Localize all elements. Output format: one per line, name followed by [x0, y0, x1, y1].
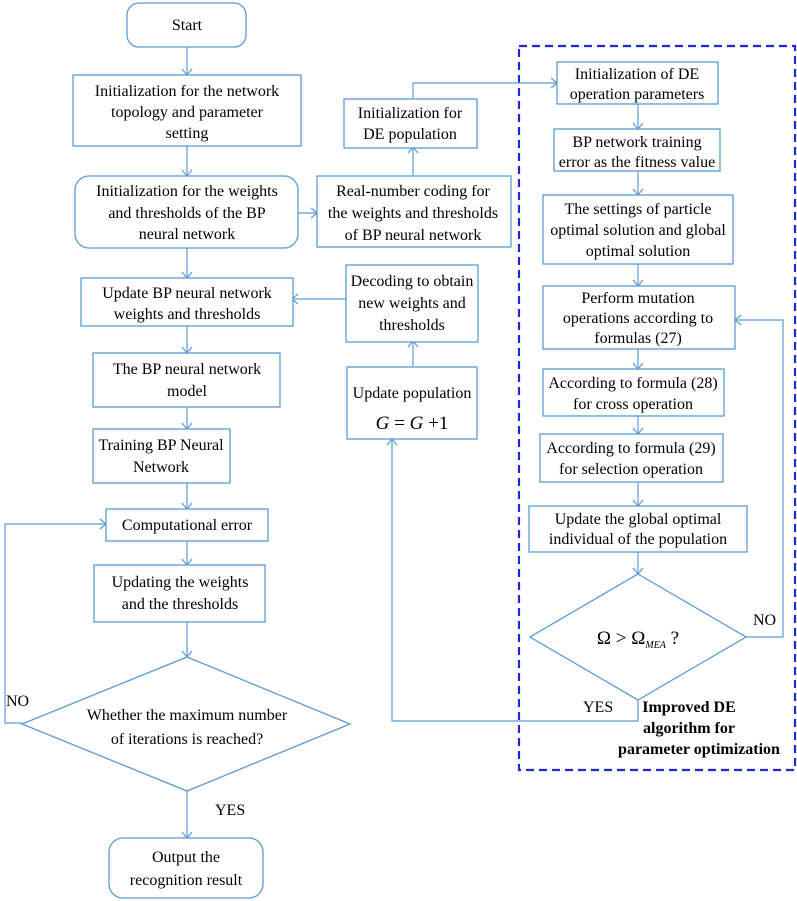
bp-model-line-2: model [167, 383, 208, 400]
region-caption-line-3: parameter optimization [618, 741, 780, 758]
node-cross-operation: According to formula (28) for cross oper… [542, 368, 725, 417]
real-coding-line-1: Real-number coding for [336, 183, 490, 200]
start-label: Start [172, 17, 203, 34]
node-update-global-optimal: Update the global optimal individual of … [528, 505, 748, 553]
left-yes-label: YES [215, 802, 245, 819]
selection-line-2: for selection operation [559, 461, 703, 478]
right-yes-label: YES [583, 699, 613, 716]
init-de-ops-line-1: Initialization of DE [575, 66, 699, 83]
omega-condition: Ω > ΩMEA ? [597, 628, 679, 651]
node-mutation: Perform mutation operations according to… [542, 285, 736, 350]
selection-line-1: According to formula (29) [546, 440, 715, 457]
node-start: Start [126, 2, 247, 48]
node-init-weights: Initialization for the weights and thres… [74, 175, 299, 249]
settings-line-1: The settings of particle [564, 201, 711, 218]
init-weights-line-3: neural network [139, 226, 235, 243]
node-update-population: Update population G = G +1 [346, 366, 478, 440]
init-weights-line-2: and thresholds of the BP [108, 205, 265, 222]
init-topology-line-3: setting [166, 125, 209, 142]
node-output: Output the recognition result [108, 837, 264, 899]
init-de-ops-line-2: operation parameters [570, 86, 705, 103]
fitness-line-1: BP network training [572, 134, 701, 151]
edge-depop-to-deops [412, 82, 556, 98]
cross-line-2: for cross operation [573, 396, 693, 413]
output-line-1: Output the [152, 849, 220, 866]
init-de-pop-line-1: Initialization for [358, 105, 463, 122]
right-no-label: NO [753, 612, 776, 629]
improved-de-region [517, 44, 797, 772]
node-decoding: Decoding to obtain new weights and thres… [345, 264, 479, 343]
node-init-de-population: Initialization for DE population [343, 98, 478, 149]
updating-weights-line-2: and the thresholds [122, 596, 238, 613]
training-line-1: Training BP Neural [98, 437, 224, 454]
init-topology-line-1: Initialization for the network [95, 83, 279, 100]
decoding-line-2: new weights and [358, 295, 466, 312]
real-coding-line-2: the weights and thresholds [328, 205, 498, 222]
decoding-line-3: thresholds [379, 317, 445, 334]
settings-line-2: optimal solution and global [550, 222, 726, 239]
cross-line-1: According to formula (28) [548, 375, 717, 392]
node-selection-operation: According to formula (29) for selection … [539, 433, 724, 483]
real-coding-line-3: of BP neural network [345, 227, 482, 244]
node-updating-weights: Updating the weights and the thresholds [93, 564, 266, 623]
bp-model-line-1: The BP neural network [113, 361, 261, 378]
node-omega-decision: Ω > ΩMEA ? [528, 573, 748, 701]
node-computational-error: Computational error [105, 508, 269, 542]
left-no-label: NO [6, 693, 29, 710]
node-update-bp: Update BP neural network weights and thr… [80, 277, 294, 327]
node-real-number-coding: Real-number coding for the weights and t… [316, 175, 512, 248]
max-iterations-line-2: of iterations is reached? [111, 731, 263, 748]
region-caption-line-1: Improved DE [642, 699, 736, 716]
update-pop-label: Update population [353, 385, 472, 402]
edge-no-loop-left [4, 523, 105, 724]
settings-line-3: optimal solution [586, 243, 690, 260]
update-global-line-2: individual of the population [549, 531, 727, 548]
max-iterations-line-1: Whether the maximum number [87, 707, 288, 724]
output-line-2: recognition result [130, 872, 243, 889]
node-settings: The settings of particle optimal solutio… [542, 194, 734, 265]
update-pop-formula: G = G +1 [376, 413, 449, 434]
mutation-line-1: Perform mutation [581, 290, 694, 307]
decoding-line-1: Decoding to obtain [351, 273, 474, 290]
init-topology-line-2: topology and parameter [111, 104, 264, 121]
updating-weights-line-1: Updating the weights [112, 574, 249, 591]
node-training: Training BP Neural Network [92, 428, 231, 484]
training-line-2: Network [133, 459, 189, 476]
update-bp-line-2: weights and thresholds [114, 306, 261, 323]
edge-no-loop-right [736, 319, 784, 638]
init-de-pop-line-2: DE population [363, 126, 457, 143]
init-weights-line-1: Initialization for the weights [96, 183, 278, 200]
node-bp-model: The BP neural network model [92, 352, 281, 408]
update-bp-line-1: Update BP neural network [102, 285, 272, 302]
mutation-line-3: formulas (27) [594, 330, 682, 347]
node-max-iterations-decision: Whether the maximum number of iterations… [20, 656, 352, 792]
edge-yes-to-updatepop [391, 440, 639, 722]
node-init-topology: Initialization for the network topology … [72, 74, 302, 147]
fitness-line-2: error as the fitness value [559, 154, 715, 171]
region-caption-line-2: algorithm for [643, 720, 735, 737]
computational-error-label: Computational error [122, 517, 253, 534]
node-fitness-value: BP network training error as the fitness… [553, 128, 721, 172]
node-init-de-operations: Initialization of DE operation parameter… [556, 61, 719, 105]
update-global-line-1: Update the global optimal [555, 511, 722, 528]
mutation-line-2: operations according to [563, 310, 713, 327]
